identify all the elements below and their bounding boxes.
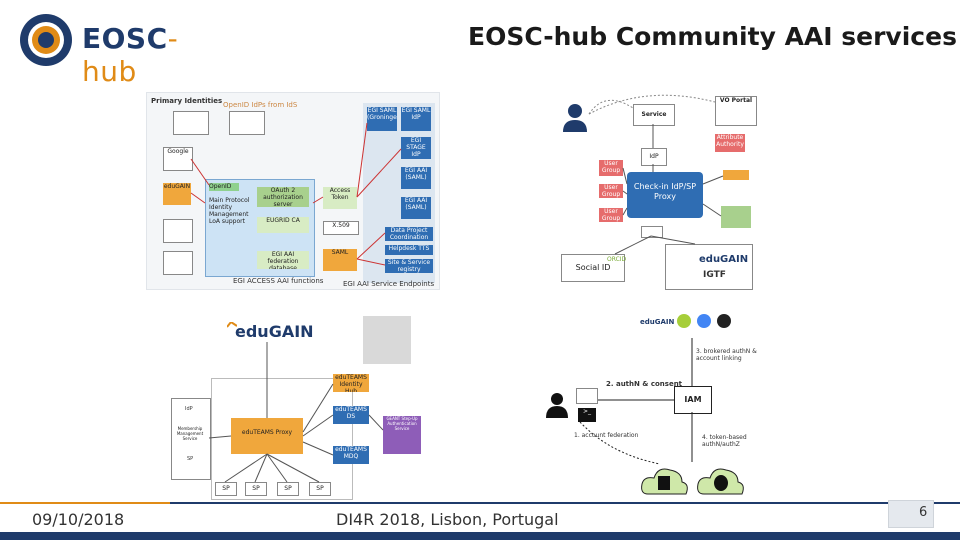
user-group-box-2: User Group xyxy=(599,184,623,198)
bl-connectors xyxy=(208,342,384,483)
identity-hub-box: eduTEAMS Identity Hub xyxy=(333,374,369,392)
footer-divider xyxy=(0,502,960,504)
vo-portal-box: VO Portal xyxy=(715,96,757,126)
iam-diagram: eduGAIN 3. brokered authN & account link… xyxy=(540,304,770,500)
footer-bar xyxy=(0,532,960,540)
service-endpoint-1: EGI SAML (Groningen) xyxy=(367,107,397,131)
tr-connectors xyxy=(588,94,724,255)
terminal-icon: >_ xyxy=(578,408,596,422)
aai-functions-label: EGI ACCESS AAI functions xyxy=(233,277,324,285)
check-in-proxy: Check-in IdP/SP Proxy xyxy=(627,172,703,218)
eduteams-frame xyxy=(211,378,353,500)
membership-box xyxy=(171,398,211,480)
eduteams-diagram: eduGAIN IdP Membership Management Servic… xyxy=(165,302,425,502)
browser-icon xyxy=(576,388,598,404)
cloud-icon-1 xyxy=(641,468,688,495)
sp-box-1: SP xyxy=(215,482,237,496)
orcid-label: ORCID xyxy=(607,256,627,263)
saml-box: SAML xyxy=(323,249,357,271)
idp-box-2 xyxy=(229,111,265,135)
page-number-box: 6 xyxy=(888,500,934,528)
edugain-box: eduGAIN xyxy=(163,183,191,205)
attr-authority-box: Attribute Authority xyxy=(715,134,745,152)
membership-text: Membership Management Service xyxy=(176,426,204,441)
eugrid-ca-box: EUGRID CA xyxy=(257,217,309,233)
sp-box-2: SP xyxy=(245,482,267,496)
edugain-bl-label: eduGAIN xyxy=(235,322,314,341)
service-endpoint-7: Helpdesk TTS xyxy=(385,245,433,255)
x509-box: X.509 xyxy=(323,221,359,235)
person-icon xyxy=(546,393,568,418)
social-id-box: Social ID xyxy=(561,254,625,282)
tl-connectors xyxy=(190,122,402,266)
eosc-logo-icon xyxy=(20,14,72,66)
user-group-box-1: User Group xyxy=(599,160,623,176)
footer-date: 09/10/2018 xyxy=(32,510,125,529)
google-box: Google xyxy=(163,147,193,171)
step3-label: 3. brokered authN & account linking xyxy=(696,348,757,362)
idp-small-label: IdP xyxy=(185,406,193,412)
edugain-label: eduGAIN xyxy=(699,254,749,265)
service-box: Service xyxy=(633,104,675,126)
openid-idps-label: OpenID IdPs from IdS xyxy=(223,101,298,109)
service-endpoint-2: EGI SAML IdP xyxy=(401,107,431,131)
main-protocol-text: Main Protocol Identity Management LoA su… xyxy=(209,197,250,225)
logo-sep: - xyxy=(167,22,179,55)
egi-aai-diagram: Primary Identities OpenID IdPs from IdS … xyxy=(146,92,440,290)
step4-label: 4. token-based authN/authZ xyxy=(702,434,747,448)
idp-logos-icon xyxy=(677,314,731,328)
ca-federation-box: EGI AAI federation database xyxy=(257,251,309,269)
oauth-box: OAuth 2 authorization server xyxy=(257,187,309,207)
eosc-hub-logo: EOSC-hub xyxy=(18,12,228,88)
br-connectors xyxy=(579,338,693,465)
idp-box-4 xyxy=(163,251,193,275)
igtf-label: IGTF xyxy=(703,270,726,280)
green-indicator xyxy=(721,206,751,228)
service-endpoint-8: Site & Service registry xyxy=(385,259,433,273)
logo-eosc: EOSC xyxy=(82,22,168,55)
primary-identities-label: Primary Identities xyxy=(151,97,223,105)
authz-service-box: GEANT Step-Up Authentication Service xyxy=(383,416,421,454)
footer-event: DI4R 2018, Lisbon, Portugal xyxy=(336,510,559,529)
openid-box: OpenID xyxy=(209,183,239,191)
proxy-box: eduTEAMS Proxy xyxy=(231,418,303,454)
sp-box-4: SP xyxy=(309,482,331,496)
service-endpoints-label: EGI AAI Service Endpoints xyxy=(343,280,435,288)
page-title: EOSC-hub Community AAI services xyxy=(468,22,957,51)
service-endpoint-5: EGI AAI (SAML) xyxy=(401,197,431,219)
logo-hub: hub xyxy=(82,55,137,88)
sp-side-label: SP xyxy=(187,456,194,462)
app-grid-icon xyxy=(363,316,411,364)
eduteams-ds-box: eduTEAMS DS xyxy=(333,406,369,424)
check-in-diagram: Service VO Portal IdP Attribute Authorit… xyxy=(555,84,790,294)
sp-box-3: SP xyxy=(277,482,299,496)
service-endpoint-4: EGI AAI (SAML) xyxy=(401,167,431,189)
idp-box-3 xyxy=(163,219,193,243)
orange-indicator xyxy=(723,170,749,180)
edugain-br-label: eduGAIN xyxy=(640,318,675,326)
idp-box-bottom xyxy=(641,226,663,238)
step2-label: 2. authN & consent xyxy=(606,380,683,388)
step1-label: 1. account federation xyxy=(574,432,639,439)
user-group-box-3: User Group xyxy=(599,208,623,222)
service-endpoint-3: EGI STAGE IdP xyxy=(401,137,431,159)
edugain-igtf-box xyxy=(665,244,753,290)
idp-box-1 xyxy=(173,111,209,135)
access-token-box: Access Token xyxy=(323,187,357,209)
page-number: 6 xyxy=(919,505,928,520)
user-icon xyxy=(563,104,587,132)
edugain-logo-icon xyxy=(227,322,237,328)
idp-box: IdP xyxy=(641,148,667,166)
eduteams-mdq-box: eduTEAMS MDQ xyxy=(333,446,369,464)
service-endpoint-6: Data Project Coordination Portal xyxy=(385,227,433,241)
cloud-icon-2 xyxy=(697,468,744,495)
iam-box: IAM xyxy=(674,386,712,414)
